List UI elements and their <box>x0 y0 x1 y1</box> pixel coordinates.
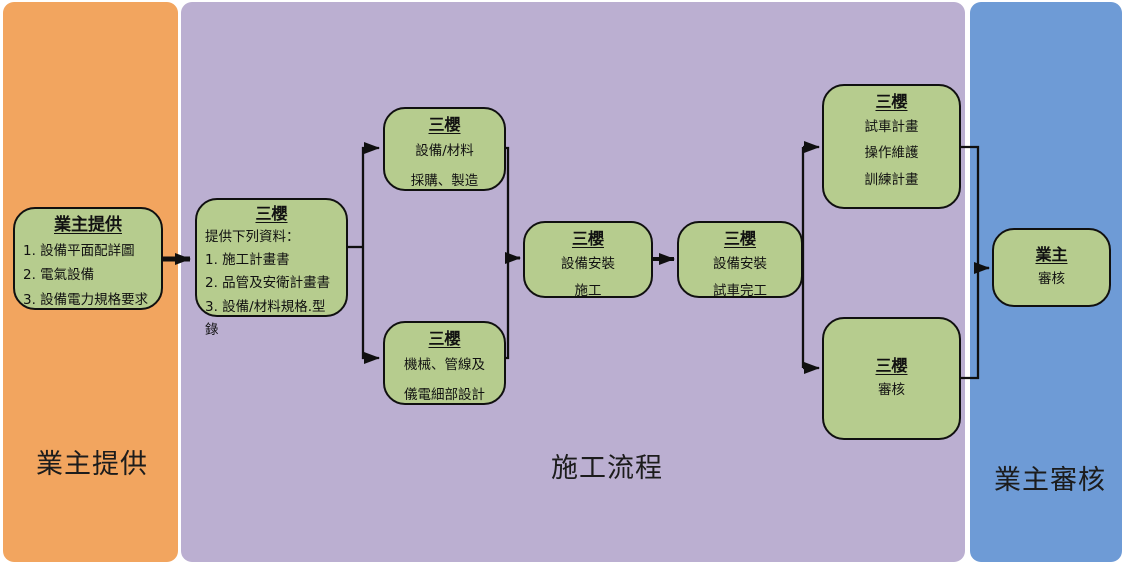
node-lines: 1. 設備平面配詳圖 2. 電氣設備 3. 設備電力規格要求 <box>23 239 153 313</box>
node-line: 設備/材料 <box>415 143 474 159</box>
lane-label-owner-provide: 業主提供 <box>36 449 148 480</box>
node-lines: 審核 <box>1038 267 1065 293</box>
lane-label-owner-review: 業主審核 <box>994 465 1106 496</box>
node-line: 操作維護 <box>864 145 919 162</box>
node-lines: 設備安裝 施工 <box>561 251 615 305</box>
node-sanying-test-completion: 三櫻 設備安裝 試車完工 <box>677 221 803 299</box>
node-line: 3. 設備電力規格要求 <box>23 291 149 308</box>
node-line: 1. 設備平面配詳圖 <box>23 242 135 259</box>
node-owner-review: 業主 審核 <box>992 228 1111 307</box>
node-line: 2. 品管及安衛計畫書 <box>205 275 331 292</box>
node-sanying-test-plan: 三櫻 試車計畫 操作維護 訓練計畫 <box>822 84 961 209</box>
node-line: 審核 <box>1038 270 1065 287</box>
node-title: 業主 <box>1035 244 1068 264</box>
node-line: 儀電細部設計 <box>404 386 485 403</box>
node-title: 三櫻 <box>428 115 461 134</box>
node-line: 訓練計畫 <box>864 171 919 188</box>
node-title: 三櫻 <box>875 355 908 375</box>
node-lines: 提供下列資料： 1. 施工計畫書 2. 品管及安衛計畫書 3. 設備/材料規格.… <box>205 226 338 342</box>
node-sanying-detail-design: 三櫻 機械、管線及 儀電細部設計 <box>383 321 506 405</box>
node-title: 三櫻 <box>428 329 461 348</box>
node-line: 審核 <box>878 381 905 398</box>
node-title: 三櫻 <box>571 229 604 248</box>
node-sanying-review: 三櫻 審核 <box>822 317 961 440</box>
node-line: 試車完工 <box>713 283 767 299</box>
node-lines: 審核 <box>878 378 905 404</box>
node-title: 業主提供 <box>54 215 122 235</box>
node-line: 機械、管線及 <box>404 357 485 373</box>
node-line: 3. 設備/材料規格.型錄 <box>205 298 326 338</box>
node-lines: 機械、管線及 儀電細部設計 <box>404 351 485 410</box>
node-sanying-installation: 三櫻 設備安裝 施工 <box>523 221 653 299</box>
lane-label-construction-process: 施工流程 <box>551 453 663 484</box>
node-line: 提供下列資料： <box>205 229 300 245</box>
node-title: 三櫻 <box>255 204 288 223</box>
node-sanying-provide-docs: 三櫻 提供下列資料： 1. 施工計畫書 2. 品管及安衛計畫書 3. 設備/材料… <box>195 198 348 338</box>
node-line: 採購、製造 <box>410 172 479 189</box>
node-title: 三櫻 <box>723 229 756 248</box>
node-line: 1. 施工計畫書 <box>205 252 290 269</box>
node-line: 施工 <box>574 283 602 299</box>
node-line: 2. 電氣設備 <box>23 267 95 284</box>
node-sanying-procurement: 三櫻 設備/材料 採購、製造 <box>383 107 506 191</box>
node-line: 試車計畫 <box>864 119 919 135</box>
node-lines: 設備安裝 試車完工 <box>713 251 767 305</box>
node-lines: 試車計畫 操作維護 訓練計畫 <box>865 114 919 193</box>
node-owner-provide-info: 業主提供 1. 設備平面配詳圖 2. 電氣設備 3. 設備電力規格要求 <box>13 207 163 310</box>
node-title: 三櫻 <box>875 92 908 111</box>
node-line: 設備安裝 <box>713 256 767 272</box>
node-lines: 設備/材料 採購、製造 <box>411 137 479 196</box>
node-line: 設備安裝 <box>561 256 615 272</box>
